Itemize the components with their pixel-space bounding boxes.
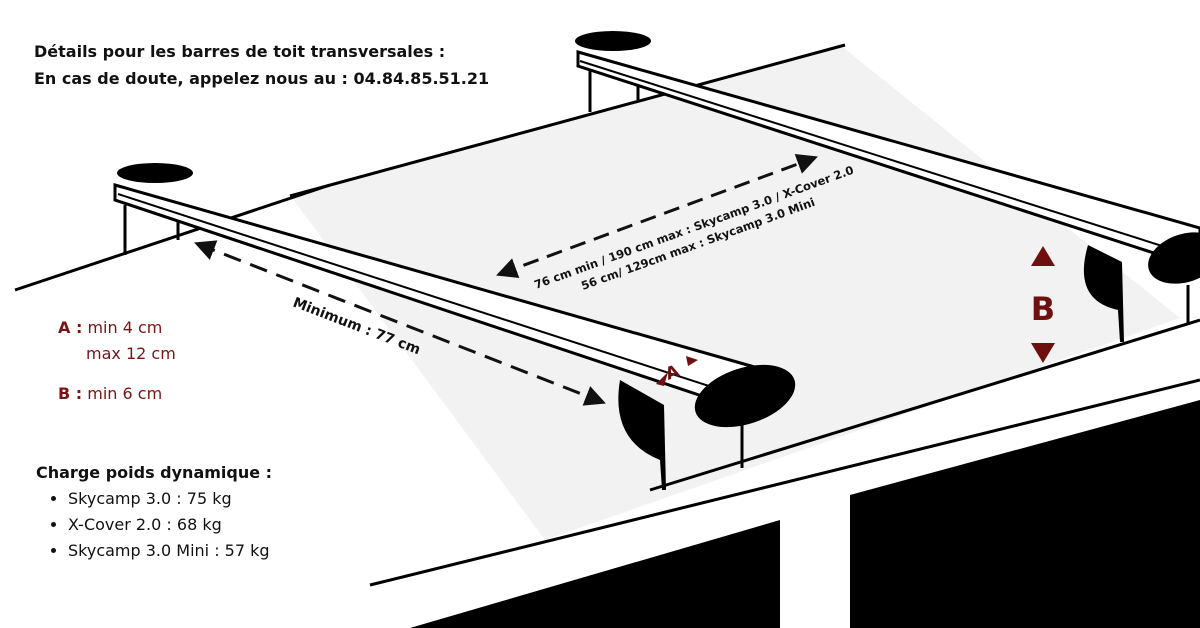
front-bar-foot-right bbox=[618, 380, 666, 490]
header-line-1: Détails pour les barres de toit transver… bbox=[34, 42, 446, 61]
rear-bar-edge bbox=[579, 60, 1200, 259]
min-length-arrow bbox=[194, 240, 606, 406]
load-section: Charge poids dynamique : Skycamp 3.0 : 7… bbox=[36, 460, 272, 564]
roof-edge-left bbox=[14, 183, 331, 292]
side-window-rear bbox=[850, 400, 1200, 628]
rear-bar-foot-right bbox=[1083, 245, 1124, 342]
load-item: Skycamp 3.0 : 75 kg bbox=[68, 486, 272, 512]
side-window-front bbox=[410, 520, 780, 628]
header-line-2: En cas de doute, appelez nous au : 04.84… bbox=[34, 69, 490, 88]
load-list: Skycamp 3.0 : 75 kg X-Cover 2.0 : 68 kg … bbox=[36, 486, 272, 564]
b-marker-label: B bbox=[1031, 290, 1055, 328]
front-bar-end-cap-left bbox=[117, 163, 193, 183]
roof-edge-lower bbox=[369, 378, 1200, 587]
a-arrow-right bbox=[686, 356, 698, 366]
spec-a-min: min 4 cm bbox=[87, 318, 163, 337]
roof-edge-back bbox=[289, 43, 846, 198]
spec-a-key: A : bbox=[58, 318, 83, 337]
front-bar-end-cap-right bbox=[694, 364, 796, 428]
b-arrow-up bbox=[1031, 246, 1055, 266]
spec-a: A : min 4 cm max 12 cm bbox=[58, 315, 176, 367]
spec-b-min: min 6 cm bbox=[87, 384, 163, 403]
b-arrow-down bbox=[1031, 343, 1055, 363]
spec-b: B : min 6 cm bbox=[58, 381, 162, 407]
bar-spacing-arrow bbox=[496, 153, 818, 279]
spec-a-max: max 12 cm bbox=[86, 344, 176, 363]
load-item: Skycamp 3.0 Mini : 57 kg bbox=[68, 538, 272, 564]
header-text: Détails pour les barres de toit transver… bbox=[34, 38, 489, 92]
spec-b-key: B : bbox=[58, 384, 83, 403]
load-title: Charge poids dynamique : bbox=[36, 463, 273, 482]
rear-bar-end-cap-left bbox=[575, 31, 651, 51]
load-item: X-Cover 2.0 : 68 kg bbox=[68, 512, 272, 538]
a-arrow-left bbox=[656, 372, 668, 386]
rear-bar-end-cap-right bbox=[1148, 232, 1200, 284]
